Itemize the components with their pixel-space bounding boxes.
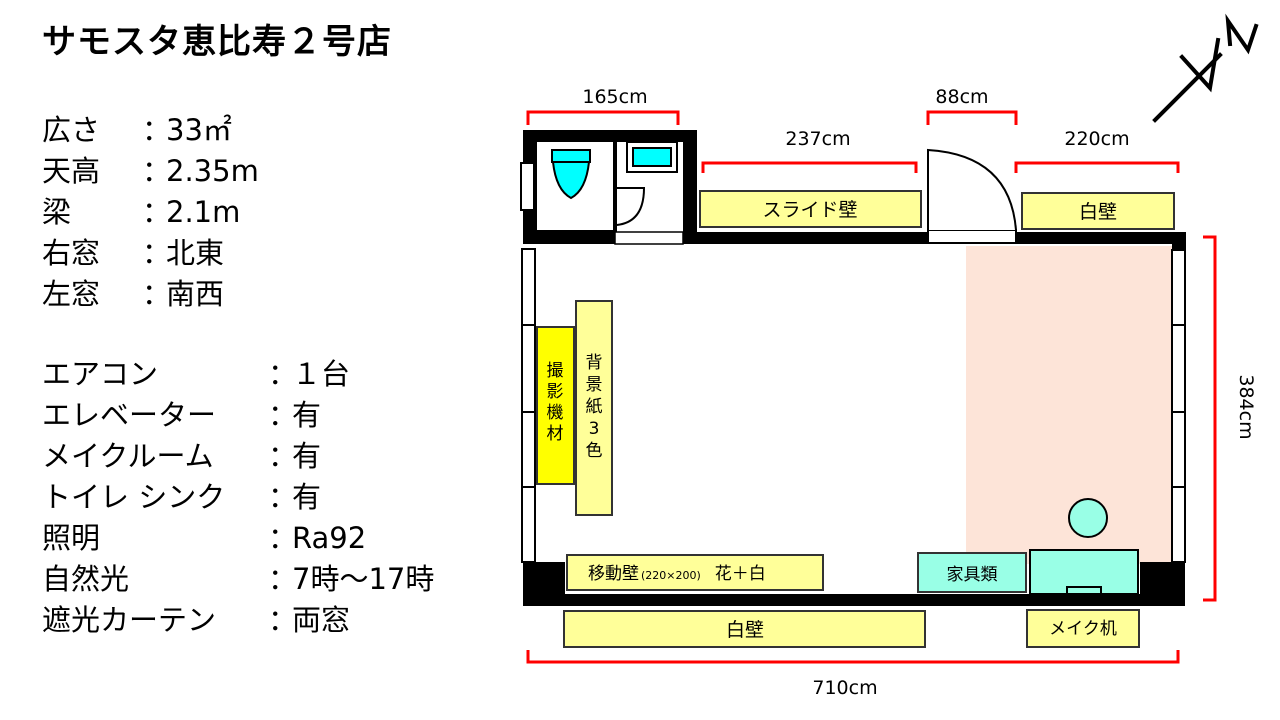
spec-value: 2.35m — [166, 154, 259, 188]
toilet-door-swing-icon — [616, 187, 646, 226]
dim-slide-wall-width: 237cm — [785, 128, 850, 150]
spec-value: 南西 — [166, 277, 225, 311]
camera-equipment-box — [536, 326, 575, 485]
spec-value: １台 — [292, 357, 351, 391]
chair-icon — [1068, 498, 1108, 538]
svg-text:背: 背 — [586, 353, 603, 373]
right-windows — [1171, 249, 1186, 563]
spec-key: 広さ — [42, 113, 101, 147]
backdrop-paper-box — [575, 300, 613, 516]
highlight-area — [966, 246, 1172, 564]
spec-value: 33㎡ — [166, 113, 232, 147]
spec-value: 2.1m — [166, 195, 241, 229]
white-wall-bottom-box — [563, 610, 926, 648]
spec-row-blackout-curtain: 遮光カーテン ： 両窓 — [42, 600, 434, 641]
makeup-desk-label: メイク机 — [1049, 619, 1117, 639]
sink-icon — [626, 141, 678, 173]
spec-row-natural-light: 自然光 ： 7時～17時 — [42, 559, 434, 600]
spec-row-lighting: 照明 ： Ra92 — [42, 518, 434, 559]
svg-text:景: 景 — [586, 375, 603, 395]
spec-key: エアコン — [42, 357, 159, 391]
dimension-lines — [526, 110, 1217, 664]
makeup-desk-icon — [1029, 549, 1139, 595]
dim-room-depth: 384cm — [1235, 374, 1257, 439]
dim-toilet-width: 165cm — [582, 86, 647, 108]
spec-row-right-window: 右窓 ： 北東 — [42, 233, 259, 274]
entrance-door-icon[interactable] — [927, 148, 1017, 244]
white-wall-top-label: 白壁 — [1079, 201, 1117, 223]
spec-key: 梁 — [42, 195, 72, 229]
spec-row-toilet-sink: トイレ シンク ： 有 — [42, 477, 434, 518]
white-wall-top-box — [1021, 192, 1175, 230]
svg-text:色: 色 — [586, 441, 603, 461]
spec-key: 遮光カーテン — [42, 603, 217, 637]
movable-wall-box — [566, 554, 824, 591]
spec-key: メイクルーム — [42, 439, 214, 473]
page-title: サモスタ恵比寿２号店 — [42, 22, 392, 62]
furniture-box — [917, 552, 1027, 593]
spec-key: 自然光 — [42, 562, 130, 596]
slide-wall-label: スライド壁 — [762, 199, 857, 221]
slide-wall-box — [699, 190, 922, 228]
makeup-desk-drawer-icon — [1066, 586, 1102, 595]
spec-value: 北東 — [166, 236, 225, 270]
spec-value: 両窓 — [292, 603, 351, 637]
spec-row-left-window: 左窓 ： 南西 — [42, 274, 259, 315]
spec-row-area: 広さ ： 33㎡ — [42, 110, 259, 151]
spec-row-beam: 梁 ： 2.1m — [42, 192, 259, 233]
spec-row-aircon: エアコン ： １台 — [42, 354, 434, 395]
dim-door-width: 88cm — [935, 86, 988, 108]
white-wall-bottom-label: 白壁 — [726, 619, 764, 641]
spec-value: Ra92 — [292, 521, 367, 555]
svg-text:3: 3 — [589, 419, 600, 439]
dim-white-wall-width: 220cm — [1064, 128, 1129, 150]
walls — [523, 130, 1186, 606]
spec-key: 天高 — [42, 154, 101, 188]
spec-value: 有 — [292, 480, 322, 514]
spec-key: 照明 — [42, 521, 101, 555]
svg-text:材: 材 — [547, 424, 564, 444]
furniture-label: 家具類 — [947, 565, 998, 585]
basic-specs: 広さ ： 33㎡ 天高 ： 2.35m 梁 ： 2.1m 右窓 ： 北東 左窓 … — [42, 110, 259, 315]
svg-text:紙: 紙 — [586, 397, 603, 417]
left-windows — [521, 248, 536, 563]
movable-wall-label: 移動壁(220×200)花＋白 — [588, 564, 766, 584]
spec-row-makeup-room: メイクルーム ： 有 — [42, 436, 434, 477]
spec-row-ceiling: 天高 ： 2.35m — [42, 151, 259, 192]
svg-text:撮: 撮 — [547, 361, 564, 381]
spec-key: エレベーター — [42, 398, 217, 432]
spec-key: 右窓 — [42, 236, 101, 270]
spec-value: 7時～17時 — [292, 562, 435, 596]
spec-row-elevator: エレベーター ： 有 — [42, 395, 434, 436]
spec-key: 左窓 — [42, 277, 101, 311]
dim-room-length: 710cm — [812, 677, 877, 699]
facility-specs: エアコン ： １台 エレベーター ： 有 メイクルーム ： 有 トイレ シンク … — [42, 354, 434, 641]
svg-text:影: 影 — [547, 382, 564, 402]
spec-value: 有 — [292, 439, 322, 473]
toilet-window — [520, 162, 535, 211]
toilet-door-slot — [614, 231, 684, 245]
spec-value: 有 — [292, 398, 322, 432]
camera-equipment-label: 撮 影 機 材 — [547, 361, 564, 444]
toilet-icon — [551, 149, 591, 200]
north-arrow-icon — [1152, 13, 1259, 123]
spec-key: トイレ シンク — [42, 480, 226, 514]
makeup-desk-box — [1026, 609, 1140, 648]
svg-text:機: 機 — [547, 403, 564, 423]
backdrop-paper-label: 背 景 紙 3 色 — [586, 353, 603, 461]
